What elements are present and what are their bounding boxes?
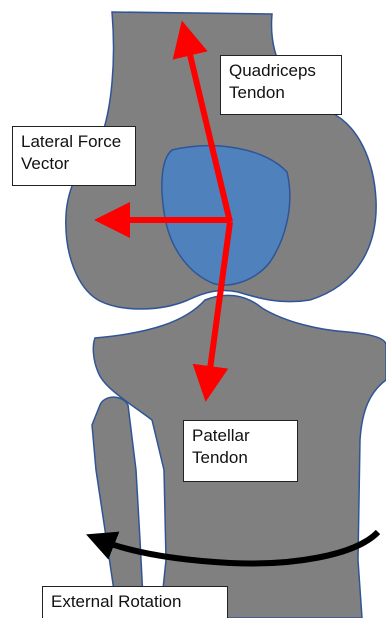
lateral-force-vector-label: Lateral Force Vector: [12, 126, 136, 186]
lateral-force-label-line2: Vector: [21, 153, 127, 175]
quadriceps-tendon-label: Quadriceps Tendon: [220, 55, 342, 115]
patellar-label-line1: Patellar: [192, 425, 289, 447]
external-rotation-label: External Rotation: [42, 586, 228, 618]
lateral-force-label-line1: Lateral Force: [21, 131, 127, 153]
patellar-label-line2: Tendon: [192, 447, 289, 469]
external-rotation-label-text: External Rotation: [51, 591, 219, 613]
quadriceps-label-line1: Quadriceps: [229, 60, 333, 82]
quadriceps-label-line2: Tendon: [229, 82, 333, 104]
fibula-bone: [92, 397, 144, 618]
patellar-tendon-label: Patellar Tendon: [183, 420, 298, 482]
